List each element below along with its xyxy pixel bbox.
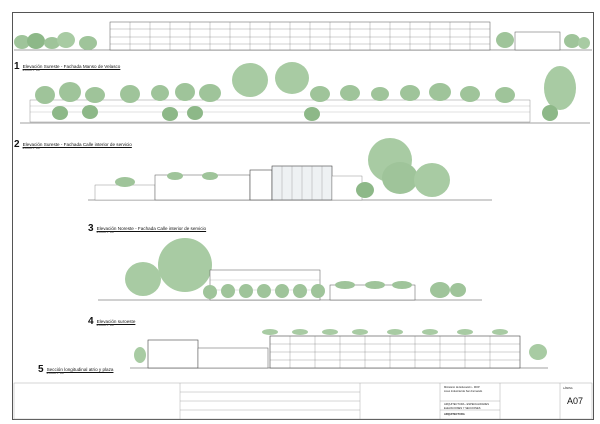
elevation-2 [88,138,492,201]
section-number: 3 [88,223,94,234]
section-label-2: 2 Elevación Sureste - Fachada Calle inte… [14,139,132,151]
section-label-5: 5 Sección longitudinal atrio y plaza ESC… [38,364,114,376]
elevation-top-strip [14,21,592,51]
section-scale: ESCALA 1 : 300 [22,69,40,72]
section-title: Elevación Noreste - Fachada Calle interi… [96,226,207,231]
section-label-3: 3 Elevación Noreste - Fachada Calle inte… [88,223,207,235]
elevation-1 [20,62,590,124]
sheet-label: LÁMINA [563,387,573,390]
project-line-1: ARQUITECTURA - ESPECIALIDADES [444,403,489,406]
section-number: 4 [88,316,94,327]
section-scale: ESCALA 1 : 300 [96,324,114,327]
project-line-2: ELEVACIONES Y SECCIONES [444,407,481,410]
elevation-4-and-section [130,329,548,369]
section-number: 2 [14,139,20,150]
title-block-grid [13,382,593,420]
sheet-frame [12,12,594,420]
section-number: 1 [14,61,20,72]
section-label-4: 4 Elevación suroeste ESCALA 1 : 300 [88,316,136,328]
elevation-3 [98,238,482,301]
section-title: Elevación Sureste - Fachada Manso de Vel… [22,64,121,69]
section-title: Elevación suroeste [96,319,136,324]
section-scale: ESCALA 1 : 300 [22,147,40,150]
section-title: Elevación Sureste - Fachada Calle interi… [22,142,132,147]
sheet-number: A07 [567,396,584,406]
client-line-1: Ministerio de Educación - MOP [444,386,480,389]
section-scale: ESCALA 1 : 300 [46,372,64,375]
section-scale: ESCALA 1 : 300 [96,231,114,234]
section-label-1: 1 Elevación Sureste - Fachada Manso de V… [14,61,121,73]
client-line-2: Liceo Industrial de San Fernando [444,390,483,393]
section-title: Sección longitudinal atrio y plaza [46,367,114,372]
section-number: 5 [38,364,44,375]
office-name: ARQUITECTURA [444,413,465,416]
